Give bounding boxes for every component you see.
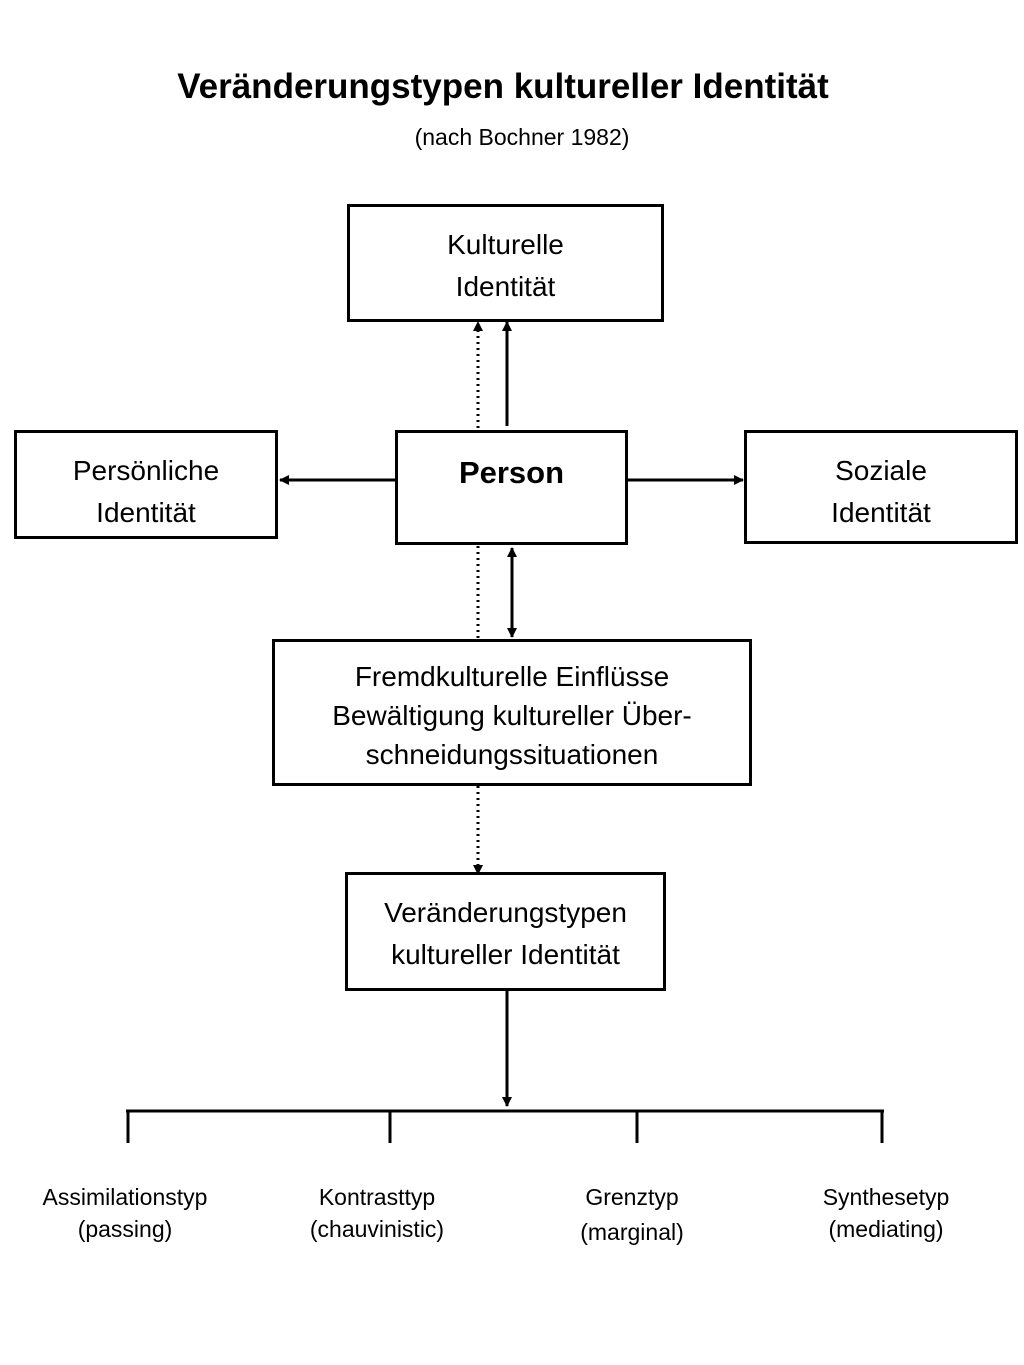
type-contrast: Kontrasttyp (chauvinistic)	[277, 1181, 477, 1245]
diagram-title: Veränderungstypen kultureller Identität	[177, 67, 829, 106]
type-border: Grenztyp (marginal)	[532, 1181, 732, 1248]
type-contrast-name: Kontrasttyp	[318, 1184, 436, 1210]
foreign-influences-line-1: Fremdkulturelle Einflüsse	[354, 661, 670, 692]
foreign-influences-line-3: schneidungssituationen	[365, 739, 659, 770]
foreign-influences-line-2: Bewältigung kultureller Über-	[332, 700, 692, 731]
type-border-name: Grenztyp	[585, 1184, 679, 1210]
social-identity-line-1: Soziale	[835, 455, 927, 486]
personal-identity-line-2: Identität	[96, 497, 196, 528]
person-box: Person	[395, 430, 628, 545]
cultural-identity-box: Kulturelle Identität	[347, 204, 664, 322]
type-assimilation: Assimilationstyp (passing)	[15, 1181, 235, 1245]
type-border-label: (marginal)	[580, 1219, 684, 1245]
type-assimilation-label: (passing)	[77, 1216, 173, 1242]
personal-identity-box: Persönliche Identität	[14, 430, 278, 539]
cultural-identity-line-1: Kulturelle	[447, 229, 564, 260]
social-identity-box: Soziale Identität	[744, 430, 1018, 544]
type-synthesis-name: Synthesetyp	[822, 1184, 950, 1210]
diagram-subtitle: (nach Bochner 1982)	[414, 124, 630, 150]
change-types-line-2: kultureller Identität	[391, 939, 620, 970]
social-identity-line-2: Identität	[831, 497, 931, 528]
person-label: Person	[458, 455, 565, 490]
type-synthesis: Synthesetyp (mediating)	[776, 1181, 996, 1245]
foreign-influences-box: Fremdkulturelle Einflüsse Bewältigung ku…	[272, 639, 752, 786]
change-types-box: Veränderungstypen kultureller Identität	[345, 872, 666, 991]
change-types-line-1: Veränderungstypen	[384, 897, 627, 928]
type-assimilation-name: Assimilationstyp	[42, 1184, 208, 1210]
type-synthesis-label: (mediating)	[828, 1216, 944, 1242]
personal-identity-line-1: Persönliche	[72, 455, 220, 486]
type-contrast-label: (chauvinistic)	[309, 1216, 445, 1242]
cultural-identity-line-2: Identität	[455, 271, 556, 302]
